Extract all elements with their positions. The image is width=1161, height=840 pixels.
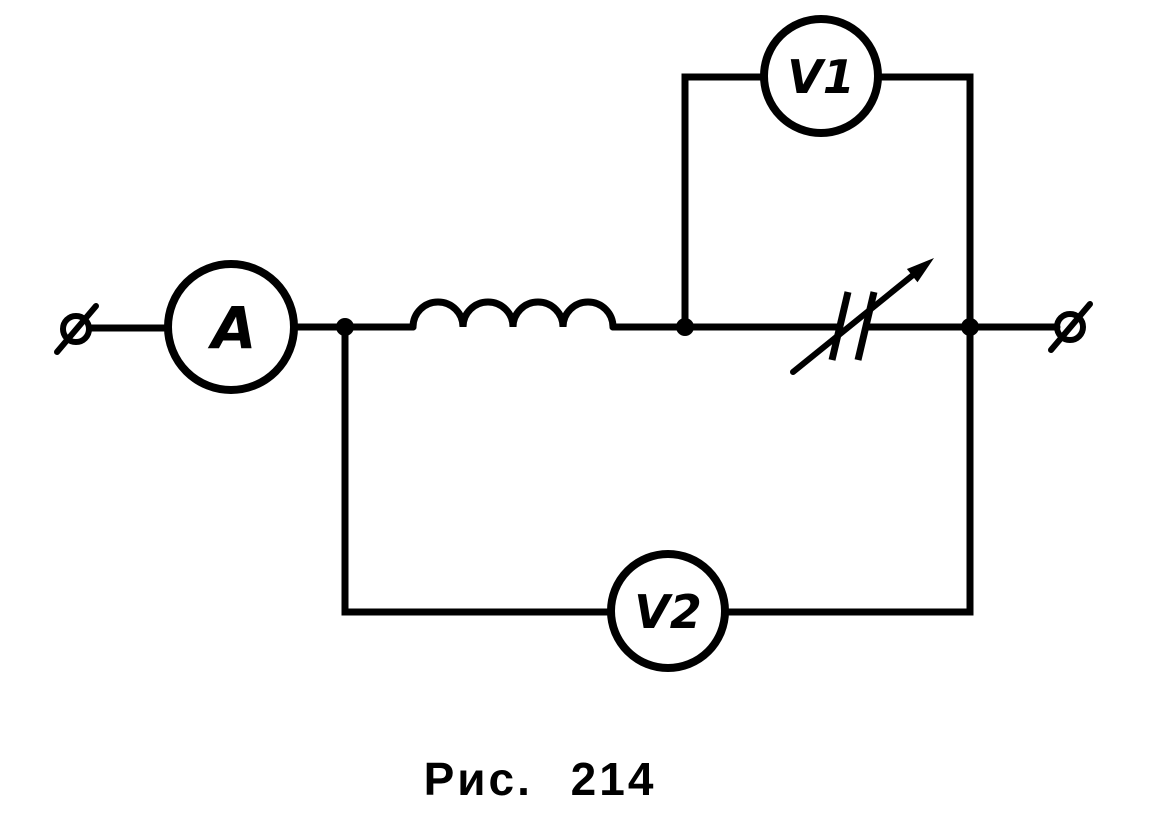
wire-top-branch-left [681, 73, 768, 331]
voltmeter-v1-label: V1 [787, 50, 855, 104]
capacitor-plate-left [828, 291, 852, 361]
wire-bottom-branch-left [341, 323, 615, 616]
figure-caption: Рис. 214 [424, 753, 657, 805]
voltmeter-v1-circle [760, 15, 882, 137]
right-terminal-slash [1048, 301, 1093, 353]
right-terminal-circle [1054, 311, 1086, 343]
voltmeter-v2: V2 [607, 550, 729, 672]
inductor-coil-icon [409, 298, 617, 331]
left-terminal-slash [54, 303, 99, 355]
capacitor-arrow-head [906, 258, 934, 283]
voltmeter-v1: V1 [760, 15, 882, 137]
ammeter: A [164, 260, 298, 394]
variable-capacitor-arrow-icon [790, 258, 934, 375]
voltmeter-v2-label: V2 [634, 585, 702, 639]
ammeter-label: A [208, 294, 257, 362]
wire-top-branch-right [874, 73, 974, 331]
wire-bottom-branch-right [721, 323, 974, 616]
right-terminal-icon [1048, 301, 1093, 353]
capacitor-arrow-shaft [790, 272, 916, 375]
voltmeter-v2-circle [607, 550, 729, 672]
